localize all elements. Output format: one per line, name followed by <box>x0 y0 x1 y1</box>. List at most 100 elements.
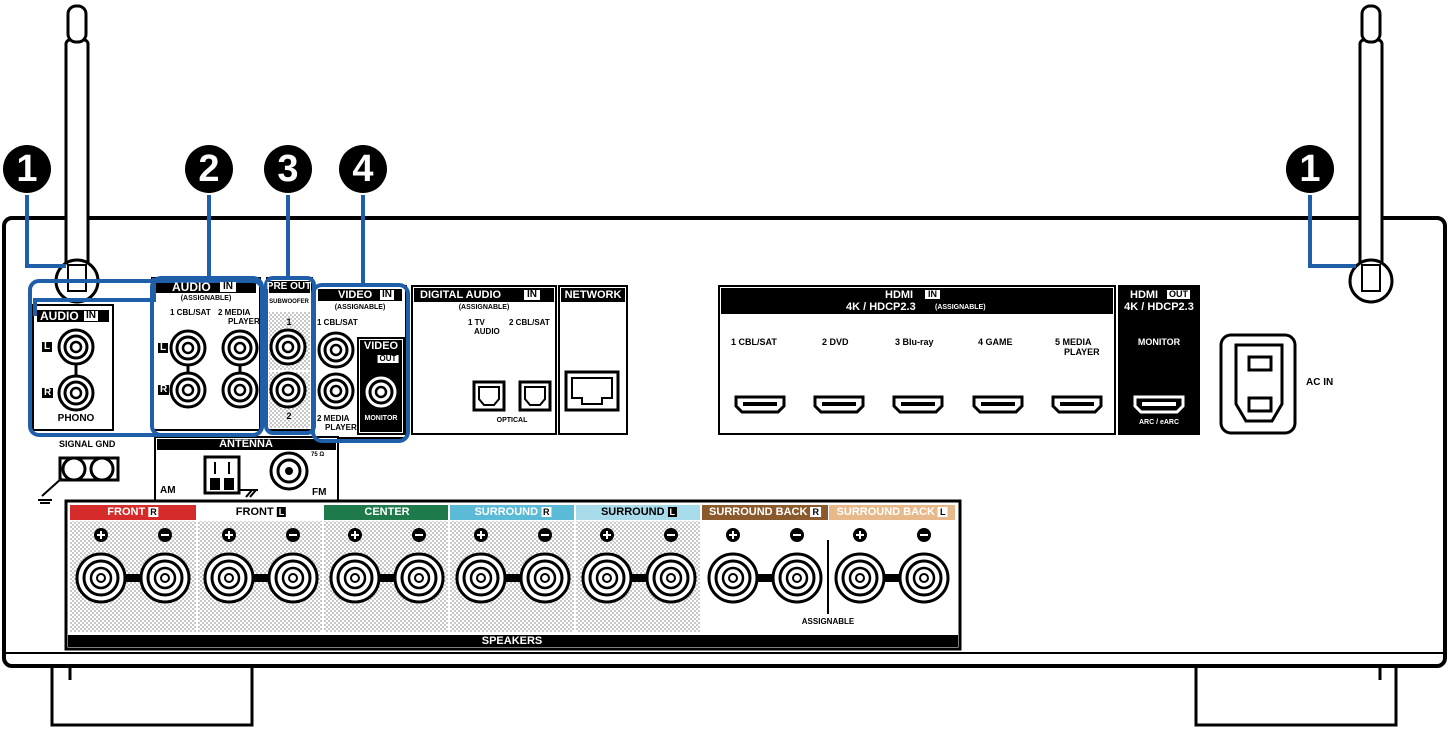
video-in-input2b: PLAYER <box>325 423 357 432</box>
hdmi-in-input-3: 3 Blu-ray <box>895 337 934 347</box>
phono-left-badge: L <box>42 341 53 352</box>
video-in-subtitle: (ASSIGNABLE) <box>334 304 386 311</box>
hdmi-in-input-5: 5 MEDIA <box>1055 337 1092 347</box>
network-title: NETWORK <box>564 289 622 301</box>
optical-port-1 <box>472 380 506 412</box>
digital-audio-badge: IN <box>524 290 540 300</box>
antenna-right <box>1348 4 1394 304</box>
pre-out-title: PRE OUT <box>266 281 312 292</box>
speaker-group-badge: R <box>810 507 821 517</box>
positive-terminal <box>329 552 381 604</box>
digital-audio-subtitle: (ASSIGNABLE) <box>458 304 510 311</box>
antenna-am: AM <box>160 485 176 496</box>
speaker-group-badge: L <box>937 507 948 517</box>
negative-terminal <box>898 552 950 604</box>
pre-out-port2: 2 <box>286 411 292 421</box>
phono-title: AUDIO <box>40 309 79 323</box>
hdmi-out-title: HDMI <box>1130 289 1159 301</box>
callout-2: 2 <box>185 145 233 193</box>
video-in-input1: 1 CBL/SAT <box>317 318 358 327</box>
speaker-group-name: CENTER <box>364 506 410 518</box>
antenna-title: ANTENNA <box>219 438 273 450</box>
speaker-group-label-3: CENTER <box>364 507 409 518</box>
video-in-input2a: 2 MEDIA <box>317 414 350 423</box>
positive-terminal <box>75 552 127 604</box>
speaker-group-name: FRONT <box>235 506 274 518</box>
phono-badge: IN <box>84 310 98 321</box>
optical-port-2 <box>518 380 552 412</box>
callout-1-right: 1 <box>1286 145 1334 193</box>
callout-3: 3 <box>264 145 312 193</box>
digital-audio-input2: 2 CBL/SAT <box>509 318 550 327</box>
antenna-fm: FM <box>312 487 327 498</box>
signal-gnd-terminal <box>38 456 120 504</box>
audio-in-subtitle: (ASSIGNABLE) <box>180 295 232 302</box>
speaker-group-name: SURROUND BACK <box>836 506 935 518</box>
positive-terminal <box>581 552 633 604</box>
speaker-group-name: FRONT <box>107 506 146 518</box>
audio-in-col1: 1 CBL/SAT <box>170 308 211 317</box>
hdmi-in-title: HDMI <box>885 289 914 301</box>
speakers-title: SPEAKERS <box>481 635 543 647</box>
negative-terminal <box>139 552 191 604</box>
speaker-group-name: SURROUND BACK <box>709 506 808 518</box>
ac-in-label: AC IN <box>1306 377 1334 388</box>
audio-in-col2b: PLAYER <box>228 317 260 326</box>
digital-audio-input1b: AUDIO <box>474 327 500 336</box>
speaker-group-name: SURROUND <box>474 506 539 518</box>
pre-out-subtitle: SUBWOOFER <box>269 299 309 305</box>
signal-gnd-label: SIGNAL GND <box>59 439 116 449</box>
audio-in-right-badge: R <box>158 384 170 395</box>
phono-label: PHONO <box>57 413 95 424</box>
digital-audio-footer: OPTICAL <box>496 417 528 424</box>
video-out-title: VIDEO <box>363 340 399 352</box>
hdmi-out-badge: OUT <box>1167 289 1190 299</box>
hdmi-in-input-5b: PLAYER <box>1064 347 1100 357</box>
hdmi-in-input-2: 2 DVD <box>822 337 849 347</box>
video-out-badge: OUT <box>377 354 399 363</box>
speaker-terminals <box>75 528 950 604</box>
hdmi-in-input-4: 4 GAME <box>978 337 1013 347</box>
pre-out-port1: 1 <box>286 317 292 327</box>
negative-terminal <box>519 552 571 604</box>
hdmi-in-subtitle: 4K / HDCP2.3 <box>846 301 916 313</box>
speaker-group-badge: R <box>541 507 552 517</box>
antenna-ohm: 75 Ω <box>311 452 325 458</box>
hdmi-out-footer: ARC / eARC <box>1138 419 1180 426</box>
left-foot <box>50 663 254 727</box>
speaker-group-name: SURROUND <box>600 506 665 518</box>
negative-terminal <box>393 552 445 604</box>
negative-terminal <box>645 552 697 604</box>
hdmi-in-assignable: (ASSIGNABLE) <box>935 304 986 311</box>
speaker-group-badge: L <box>276 507 287 517</box>
positive-terminal <box>203 552 255 604</box>
hdmi-out-label: MONITOR <box>1137 337 1181 347</box>
video-in-badge: IN <box>380 289 394 300</box>
speaker-group-badge: R <box>148 507 159 517</box>
digital-audio-input1a: 1 TV <box>468 318 485 327</box>
right-foot <box>1194 663 1398 727</box>
callout-4: 4 <box>339 145 387 193</box>
negative-terminal <box>771 552 823 604</box>
digital-audio-title: DIGITAL AUDIO <box>420 289 502 301</box>
hdmi-in-badge: IN <box>925 290 940 299</box>
speaker-group-badge: L <box>667 507 678 517</box>
positive-terminal <box>455 552 507 604</box>
audio-in-title: AUDIO <box>172 280 211 294</box>
video-out-label: MONITOR <box>364 415 398 422</box>
hdmi-in-input-1: 1 CBL/SAT <box>731 337 777 347</box>
phono-right-badge: R <box>42 387 54 398</box>
hdmi-out-subtitle: 4K / HDCP2.3 <box>1124 301 1194 313</box>
callout-lines <box>25 195 1356 443</box>
speakers-assignable: ASSIGNABLE <box>801 617 855 626</box>
video-in-title: VIDEO <box>338 289 373 301</box>
callout-1-left: 1 <box>3 145 51 193</box>
